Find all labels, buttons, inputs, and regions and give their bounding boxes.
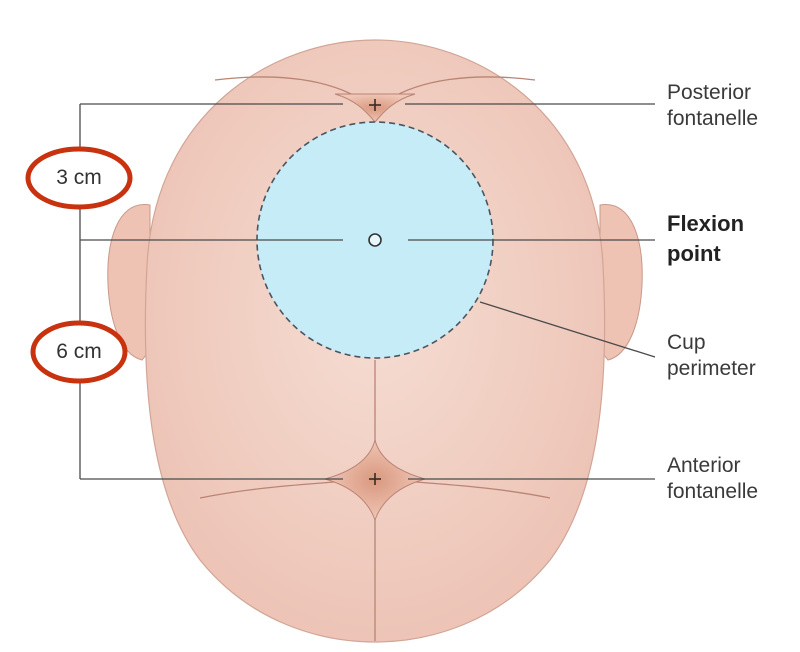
measurement-3cm-ring (25, 146, 133, 210)
right-ear (599, 204, 643, 361)
flexion-point-marker (368, 233, 382, 247)
anterior-fontanelle-label: Anterior fontanelle (667, 454, 759, 503)
posterior-fontanelle-marker (369, 99, 381, 111)
left-ear (107, 204, 151, 361)
measurement-6cm: 6 cm (56, 340, 102, 363)
cup-perimeter-label: Cup perimeter (667, 331, 756, 380)
posterior-fontanelle-label: Posterior fontanelle (667, 81, 759, 130)
measurement-6cm-ring (30, 320, 128, 384)
anterior-fontanelle-marker (369, 473, 381, 485)
measurement-3cm: 3 cm (56, 166, 102, 189)
flexion-point-label: Flexion point (667, 211, 745, 266)
leader-lines (79, 103, 656, 480)
